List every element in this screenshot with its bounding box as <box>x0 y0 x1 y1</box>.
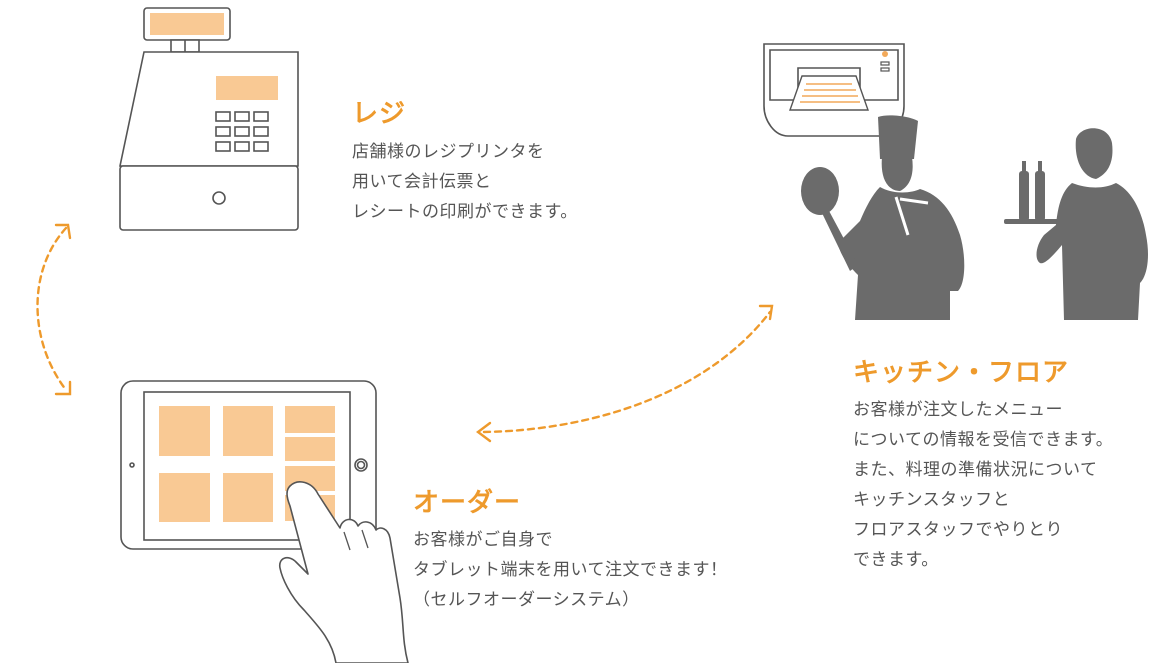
order-line-2: タブレット端末を用いて注文できます！ <box>413 560 728 580</box>
order-title: オーダー <box>413 488 522 518</box>
register-description: 店舗様のレジプリンタを 用いて会計伝票と レシートの印刷ができます。 <box>352 137 578 227</box>
register-line-2: 用いて会計伝票と <box>352 172 492 192</box>
register-line-1: 店舗様のレジプリンタを <box>352 142 545 162</box>
order-description: お客様がご自身で タブレット端末を用いて注文できます！ （セルフオーダーシステム… <box>413 525 728 615</box>
tablet-icon <box>120 380 409 663</box>
kitchen-line-1: お客様が注文したメニュー <box>853 400 1063 420</box>
kitchen-line-5: フロアスタッフでやりとり <box>853 520 1063 540</box>
chef-silhouette-icon <box>801 115 965 320</box>
kitchen-line-2: についての情報を受信できます。 <box>853 430 1114 450</box>
waiter-silhouette-icon <box>1004 128 1148 320</box>
kitchen-title: キッチン・フロア <box>853 358 1070 388</box>
kitchen-line-3: また、料理の準備状況について <box>853 460 1098 480</box>
printer-icon <box>763 43 905 137</box>
order-line-1: お客様がご自身で <box>413 530 553 550</box>
kitchen-description: お客様が注文したメニュー についての情報を受信できます。 また、料理の準備状況に… <box>853 395 1113 575</box>
kitchen-line-4: キッチンスタッフと <box>853 490 1011 510</box>
order-line-3: （セルフオーダーシステム） <box>413 590 640 610</box>
register-title: レジ <box>352 99 407 129</box>
register-line-3: レシートの印刷ができます。 <box>352 202 578 222</box>
cash-register-icon <box>119 7 299 231</box>
kitchen-line-6: できます。 <box>853 550 939 570</box>
